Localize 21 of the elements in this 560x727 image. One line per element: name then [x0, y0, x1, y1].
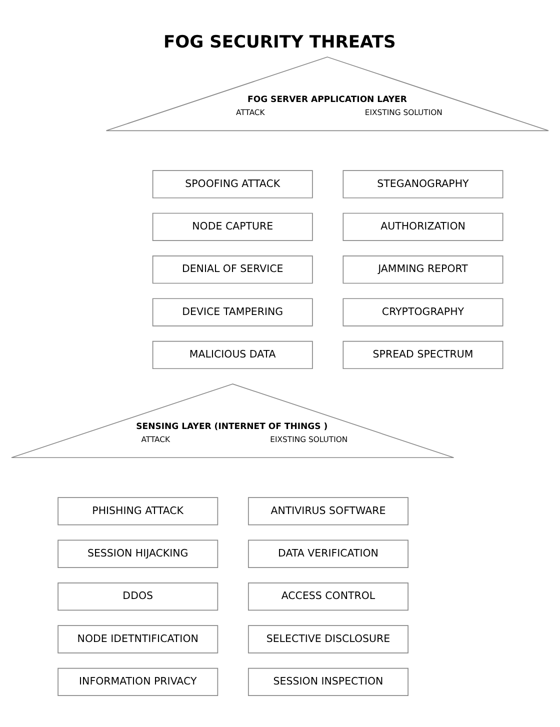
node-box: INFORMATION PRIVACY	[58, 668, 218, 696]
node-box: JAMMING REPORT	[342, 256, 504, 284]
node-box: DENIAL OF SERVICE	[152, 256, 313, 284]
node-box: NODE IDETNTIFICATION	[58, 625, 218, 654]
node-box: AUTHORIZATION	[342, 212, 504, 241]
diagram-title: FOG SECURITY THREATS	[163, 32, 396, 53]
node-box: NODE CAPTURE	[152, 212, 313, 241]
node-box: DATA VERIFICATION	[248, 540, 408, 568]
node-box: CRYPTOGRAPHY	[342, 298, 504, 326]
node-box: SELECTIVE DISCLOSURE	[248, 625, 408, 654]
node-box: PHISHING ATTACK	[58, 497, 218, 526]
node-box: SPOOFING ATTACK	[152, 170, 313, 198]
node-box: DDOS	[58, 582, 218, 611]
node-box: ANTIVIRUS SOFTWARE	[248, 497, 408, 526]
node-box: SESSION HIJACKING	[58, 540, 218, 568]
node-box: DEVICE TAMPERING	[152, 298, 313, 326]
node-box: SPREAD SPECTRUM	[342, 340, 504, 370]
node-box: SESSION INSPECTION	[248, 668, 408, 696]
node-box: ACCESS CONTROL	[248, 582, 408, 611]
node-box: STEGANOGRAPHY	[342, 170, 504, 198]
node-box: MALICIOUS DATA	[152, 340, 313, 370]
